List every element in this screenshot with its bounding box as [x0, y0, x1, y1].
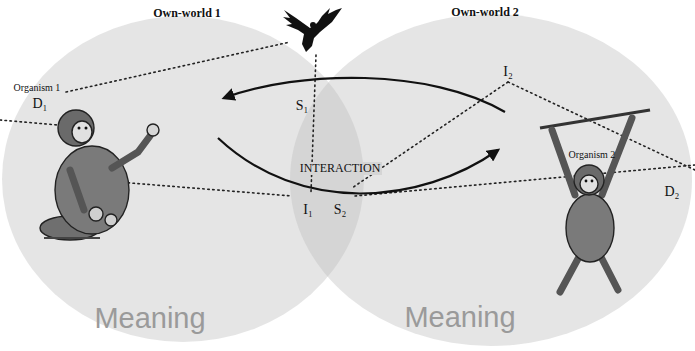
interaction-label: INTERACTION	[298, 162, 383, 175]
meaning-label-slot: Meaning	[94, 303, 205, 335]
world-circle: Own-world 2Meaning	[290, 14, 692, 346]
sight-line	[66, 42, 290, 92]
eagle-silhouette	[283, 8, 342, 52]
world-circle-shape	[290, 14, 692, 346]
world-title: Own-world 2	[451, 6, 519, 19]
sign-symbol: I₁	[303, 202, 313, 217]
world-title: Own-world 1	[153, 7, 221, 20]
sign-symbol-slot: S₁	[296, 96, 309, 114]
sign-symbol-slot: S₂	[334, 200, 347, 218]
organism-label-slot: Organism 2	[569, 144, 616, 162]
meaning-label: Meaning	[94, 303, 205, 335]
sign-symbol: S₁	[296, 98, 309, 113]
arrow	[218, 138, 498, 194]
sign-symbol-slot: D₂	[665, 182, 680, 200]
arrow	[224, 78, 505, 112]
sight-line	[508, 82, 695, 170]
sight-line	[0, 120, 58, 125]
world-title-slot: Own-world 1	[153, 3, 221, 21]
sight-line	[355, 165, 695, 196]
sign-symbol-slot: I₂	[503, 62, 513, 80]
eagle-head	[310, 22, 316, 28]
sign-symbol: S₂	[334, 202, 347, 217]
sign-symbol-slot: D₁	[33, 94, 48, 112]
meaning-label: Meaning	[404, 302, 515, 334]
sign-symbol: D₁	[33, 96, 48, 111]
organism-label: Organism 2	[569, 149, 616, 160]
sign-symbol-slot: I₁	[303, 200, 313, 218]
sign-symbol: D₂	[665, 184, 680, 199]
interaction-label-slot: INTERACTION	[298, 158, 383, 176]
monkey-right	[540, 110, 650, 292]
monkey-left	[40, 110, 159, 240]
interaction-arrows	[218, 78, 505, 194]
sign-symbol: I₂	[503, 64, 513, 79]
world-circle-fill	[290, 14, 692, 346]
organism-label-slot: Organism 1	[14, 77, 61, 95]
meaning-label-slot: Meaning	[404, 302, 515, 334]
sight-line	[118, 182, 292, 196]
organism-label: Organism 1	[14, 82, 61, 93]
world-title-slot: Own-world 2	[451, 2, 519, 20]
